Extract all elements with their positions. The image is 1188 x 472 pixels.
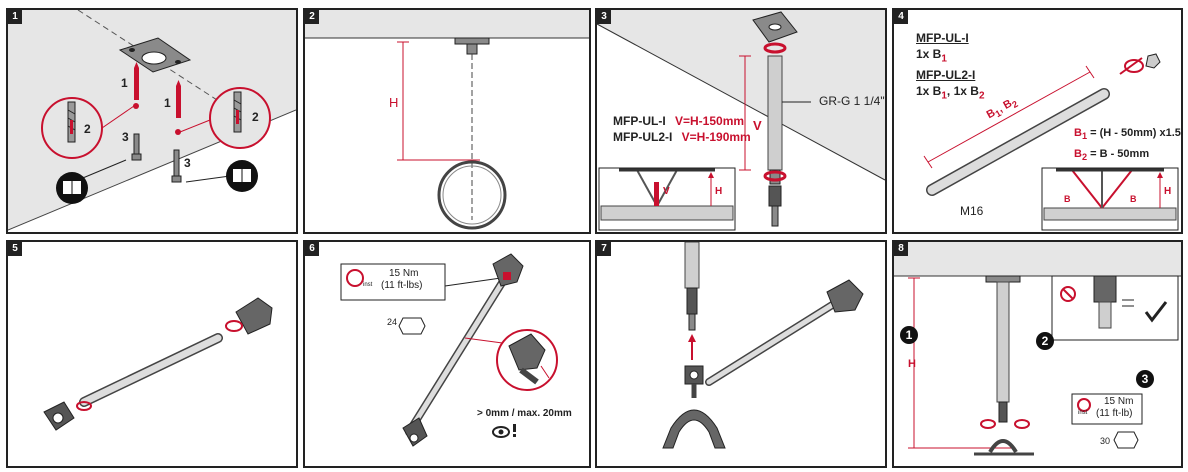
step-number: 1: [8, 10, 22, 24]
vertical-label: V: [753, 118, 762, 133]
detail-circle-right: [179, 87, 271, 149]
step-number: 7: [597, 242, 611, 256]
detail-h-label: H: [1164, 186, 1172, 197]
step-5-panel: 5: [6, 240, 298, 468]
manual-icon-left: [56, 159, 127, 204]
step-number: 6: [305, 242, 319, 256]
step-1-illustration: [8, 10, 296, 231]
detail-v-label: V: [663, 186, 670, 197]
marker-1: 1: [900, 326, 918, 344]
detail-h-label: H: [715, 186, 723, 197]
step-4-panel: 4 MFP-UL-I 1x B1 MFP-UL2-I 1x B1, 1x B2: [892, 8, 1183, 234]
pipe-label: GR-G 1 1/4": [819, 94, 885, 108]
torque-value: 15 Nm: [1104, 396, 1134, 407]
thread-label: M16: [960, 204, 984, 218]
marker-2: 2: [1036, 332, 1054, 350]
callout-3b: 3: [184, 156, 191, 170]
height-label: H: [908, 358, 916, 370]
rod-quantity-list: MFP-UL-I 1x B1 MFP-UL2-I 1x B1, 1x B2: [916, 31, 985, 102]
step-6-illustration: [340, 253, 558, 447]
detail-circle-left: [41, 97, 135, 159]
step-1-panel: 1: [6, 8, 298, 234]
formula-row-2: MFP-UL2-I V=H-190mm: [613, 130, 751, 144]
step-7-panel: 7: [595, 240, 887, 468]
step-3-panel: 3 GR-G 1 1/4" V: [595, 8, 887, 234]
marker-3: 3: [1136, 370, 1154, 388]
step-number: 3: [597, 10, 611, 24]
length-formulas: B1 = (H - 50mm) x1.5 B2 = B - 50mm: [1074, 127, 1181, 163]
step-number: 8: [894, 242, 908, 256]
torque-imperial: (11 ft-lbs): [381, 280, 423, 291]
torque-imperial: (11 ft-lb): [1096, 408, 1133, 419]
detail-b1-label: B: [1130, 194, 1137, 204]
gap-text: > 0mm / max. 20mm: [477, 408, 572, 419]
step-number: 2: [305, 10, 319, 24]
detail-b2-label: B: [1064, 194, 1071, 204]
torque-sub: inst: [1078, 410, 1088, 416]
callout-2a: 2: [84, 122, 91, 136]
callout-1a: 1: [121, 76, 128, 90]
step-5-illustration: [43, 297, 273, 431]
step-4-illustration: [923, 53, 1179, 231]
mounting-plate: [118, 37, 192, 73]
step-3-illustration: [597, 10, 885, 231]
step-number: 4: [894, 10, 908, 24]
callout-1b: 1: [164, 96, 171, 110]
wrench-size: 30: [1100, 436, 1111, 446]
height-label: H: [389, 95, 399, 110]
torque-sub: inst: [363, 282, 373, 288]
step-8-illustration: [894, 242, 1181, 456]
step-2-panel: 2 H: [303, 8, 591, 234]
step-8-panel: 8 1 2: [892, 240, 1183, 468]
callout-3a: 3: [122, 130, 129, 144]
formula-row-1: MFP-UL-I V=H-150mm: [613, 114, 745, 128]
callout-2b: 2: [252, 110, 259, 124]
step-7-illustration: [662, 242, 864, 449]
wrench-size: 24: [387, 317, 398, 327]
step-6-panel: 6 15 Nm (11 ft-lbs) inst 24 >: [303, 240, 591, 468]
step-2-illustration: [305, 10, 589, 230]
torque-value: 15 Nm: [389, 268, 419, 279]
manual-icon-right: [185, 160, 258, 192]
step-number: 5: [8, 242, 22, 256]
